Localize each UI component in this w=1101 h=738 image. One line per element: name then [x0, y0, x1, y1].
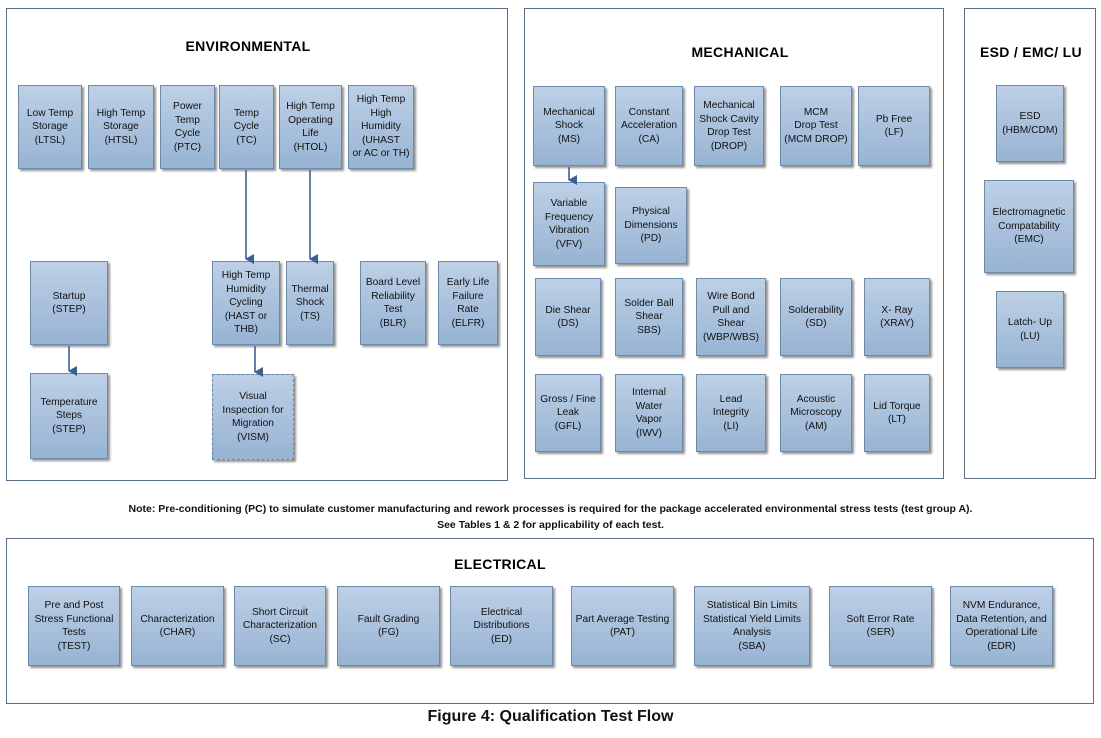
- figure-caption: Figure 4: Qualification Test Flow: [427, 708, 674, 725]
- box-mcm-drop: MCM Drop Test (MCM DROP): [780, 86, 852, 166]
- box-drop: Mechanical Shock Cavity Drop Test (DROP): [694, 86, 764, 166]
- box-emc: Electromagnetic Compatability (EMC): [984, 180, 1074, 273]
- box-pat: Part Average Testing (PAT): [571, 586, 674, 666]
- esd-emc-lu-title: ESD / EMC/ LU: [980, 44, 1082, 60]
- box-thermal-shock: Thermal Shock (TS): [286, 261, 334, 345]
- box-sc: Short Circuit Characterization (SC): [234, 586, 326, 666]
- box-lt: Lid Torque (LT): [864, 374, 930, 452]
- box-htsl: High Temp Storage (HTSL): [88, 85, 154, 169]
- box-lf: Pb Free (LF): [858, 86, 930, 166]
- box-ltsl: Low Temp Storage (LTSL): [18, 85, 82, 169]
- box-test: Pre and Post Stress Functional Tests (TE…: [28, 586, 120, 666]
- box-lu: Latch- Up (LU): [996, 291, 1064, 368]
- box-char: Characterization (CHAR): [131, 586, 224, 666]
- box-ms: Mechanical Shock (MS): [533, 86, 605, 166]
- box-ptc: Power Temp Cycle (PTC): [160, 85, 215, 169]
- box-esd: ESD (HBM/CDM): [996, 85, 1064, 162]
- box-wbp: Wire Bond Pull and Shear (WBP/WBS): [696, 278, 766, 356]
- box-ed: Electrical Distributions (ED): [450, 586, 553, 666]
- box-elfr: Early Life Failure Rate (ELFR): [438, 261, 498, 345]
- box-am: Acoustic Microscopy (AM): [780, 374, 852, 452]
- box-iwv: Internal Water Vapor (IWV): [615, 374, 683, 452]
- environmental-title: ENVIRONMENTAL: [185, 38, 311, 54]
- box-hast: High Temp Humidity Cycling (HAST or THB): [212, 261, 280, 345]
- box-sbs: Solder Ball Shear SBS): [615, 278, 683, 356]
- box-fg: Fault Grading (FG): [337, 586, 440, 666]
- box-htol: High Temp Operating Life (HTOL): [279, 85, 342, 169]
- box-temperature-steps: Temperature Steps (STEP): [30, 373, 108, 459]
- box-vism: Visual Inspection for Migration (VISM): [212, 374, 294, 460]
- box-xray: X- Ray (XRAY): [864, 278, 930, 356]
- note-line-1: Note: Pre-conditioning (PC) to simulate …: [128, 503, 973, 515]
- box-ser: Soft Error Rate (SER): [829, 586, 932, 666]
- box-tc: Temp Cycle (TC): [219, 85, 274, 169]
- note-line-2: See Tables 1 & 2 for applicability of ea…: [437, 519, 664, 531]
- box-sba: Statistical Bin Limits Statistical Yield…: [694, 586, 810, 666]
- box-ds: Die Shear (DS): [535, 278, 601, 356]
- box-uhast: High Temp High Humidity (UHAST or AC or …: [348, 85, 414, 169]
- box-pd: Physical Dimensions (PD): [615, 187, 687, 264]
- box-blr: Board Level Reliability Test (BLR): [360, 261, 426, 345]
- box-ca: Constant Acceleration (CA): [615, 86, 683, 166]
- box-startup: Startup (STEP): [30, 261, 108, 345]
- box-sd: Solderability (SD): [780, 278, 852, 356]
- box-edr: NVM Endurance, Data Retention, and Opera…: [950, 586, 1053, 666]
- box-li: Lead Integrity (LI): [696, 374, 766, 452]
- box-gfl: Gross / Fine Leak (GFL): [535, 374, 601, 452]
- mechanical-title: MECHANICAL: [691, 44, 789, 60]
- electrical-title: ELECTRICAL: [454, 556, 546, 572]
